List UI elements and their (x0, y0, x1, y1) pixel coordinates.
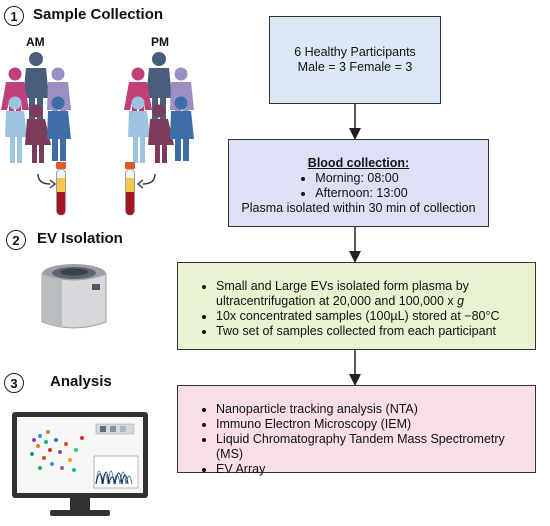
ultracentrifuge-icon (41, 264, 107, 329)
participants-pm-icon (124, 52, 194, 163)
list-item: Afternoon: 13:00 (315, 186, 407, 201)
step-number-3: 3 (4, 373, 24, 393)
list-item: Nanoparticle tracking analysis (NTA) (216, 402, 525, 417)
group-label-pm: PM (151, 35, 169, 49)
step-title-ev-isolation: EV Isolation (37, 230, 123, 247)
blood-collection-box: Blood collection: Morning: 08:00 Afterno… (228, 139, 489, 227)
analysis-list: Nanoparticle tracking analysis (NTA) Imm… (200, 402, 525, 477)
list-item: Liquid Chromatography Tandem Mass Spectr… (216, 432, 525, 462)
analysis-box: Nanoparticle tracking analysis (NTA) Imm… (177, 385, 536, 476)
list-item: Small and Large EVs isolated form plasma… (216, 279, 525, 309)
computer-monitor-icon (12, 412, 148, 516)
participants-box: 6 Healthy Participants Male = 3 Female =… (269, 16, 441, 104)
step-title-analysis: Analysis (50, 373, 112, 390)
participants-am-icon (1, 52, 71, 163)
blood-collection-heading: Blood collection: (307, 156, 410, 170)
participants-sex-split: Male = 3 Female = 3 (297, 60, 413, 74)
list-item: Morning: 08:00 (315, 171, 407, 186)
list-item: 10x concentrated samples (100µL) stored … (216, 309, 525, 324)
step-number-1: 1 (4, 6, 24, 26)
blood-collection-times: Morning: 08:00 Afternoon: 13:00 (299, 171, 407, 201)
plasma-isolation-note: Plasma isolated within 30 min of collect… (241, 201, 476, 215)
blood-tube-pm-icon (125, 162, 156, 216)
list-item: EV Array (216, 462, 525, 477)
group-label-am: AM (26, 35, 45, 49)
ev-isolation-list: Small and Large EVs isolated form plasma… (200, 279, 525, 339)
blood-tube-am-icon (37, 162, 66, 216)
step-title-sample-collection: Sample Collection (33, 6, 164, 23)
participants-count: 6 Healthy Participants (294, 45, 416, 59)
list-item: Immuno Electron Microscopy (IEM) (216, 417, 525, 432)
ev-isolation-box: Small and Large EVs isolated form plasma… (177, 262, 536, 350)
step-number-2: 2 (6, 230, 26, 250)
list-item: Two set of samples collected from each p… (216, 324, 525, 339)
